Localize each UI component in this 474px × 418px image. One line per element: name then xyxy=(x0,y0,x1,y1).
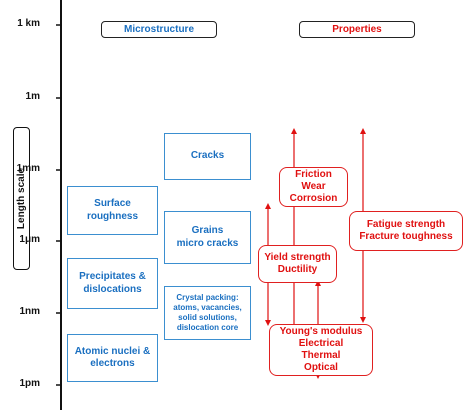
tick-label-1nm: 1nm xyxy=(19,306,40,317)
axis-title: Length scale xyxy=(16,167,28,230)
tick-label-1m: 1m xyxy=(25,91,40,102)
tick-label-1um: 1μm xyxy=(19,234,40,245)
yield-box: Yield strength Ductility xyxy=(258,245,337,283)
atomic-nuclei-box: Atomic nuclei & electrons xyxy=(67,334,158,382)
tick-label-1mm: 1mm xyxy=(16,163,40,174)
crystal-packing-box: Crystal packing: atoms, vacancies, solid… xyxy=(164,286,251,340)
axis-title-box: Length scale xyxy=(13,127,30,270)
tick-label-1km: 1 km xyxy=(17,18,40,29)
microstructure-header: Microstructure xyxy=(101,21,217,38)
cracks-box: Cracks xyxy=(164,133,251,180)
precipitates-box: Precipitates & dislocations xyxy=(67,258,158,309)
friction-box: Friction Wear Corrosion xyxy=(279,167,348,207)
fatigue-box: Fatigue strength Fracture toughness xyxy=(349,211,463,251)
tick-label-1pm: 1pm xyxy=(19,378,40,389)
properties-header: Properties xyxy=(299,21,415,38)
grains-box: Grains micro cracks xyxy=(164,211,251,264)
youngs-modulus-box: Young's modulus Electrical Thermal Optic… xyxy=(269,324,373,376)
surface-roughness-box: Surface roughness xyxy=(67,186,158,235)
